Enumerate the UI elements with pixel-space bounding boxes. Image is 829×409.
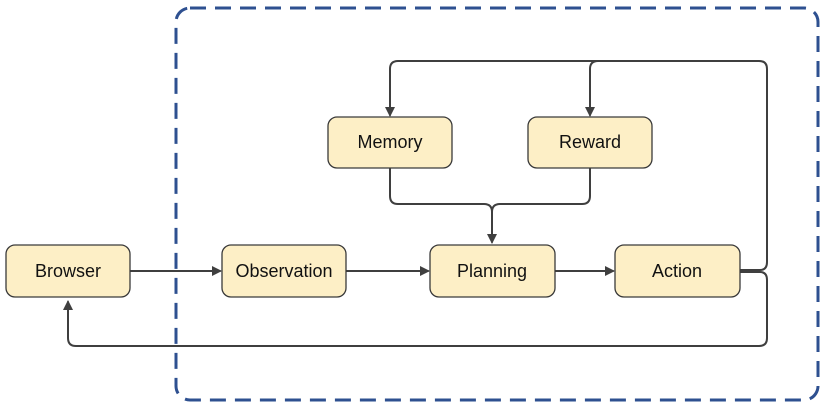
observation-node: Observation: [221, 244, 347, 298]
memory-label: Memory: [357, 132, 422, 152]
edge-action-to-reward: [585, 60, 599, 117]
memory-node: Memory: [327, 116, 453, 169]
browser-label: Browser: [35, 261, 101, 281]
edge-memory-to-planning: [389, 167, 497, 244]
reward-node: Reward: [527, 116, 653, 169]
observation-label: Observation: [235, 261, 332, 281]
edge-reward-to-planning: [491, 167, 591, 213]
edge-action-to-browser: [63, 271, 768, 347]
planning-node: Planning: [429, 244, 556, 298]
browser-node: Browser: [5, 244, 131, 298]
agent-boundary: [174, 6, 820, 402]
planning-label: Planning: [457, 261, 527, 281]
action-label: Action: [652, 261, 702, 281]
action-node: Action: [614, 244, 741, 298]
edge-action-to-memory: [385, 60, 768, 271]
reward-label: Reward: [559, 132, 621, 152]
